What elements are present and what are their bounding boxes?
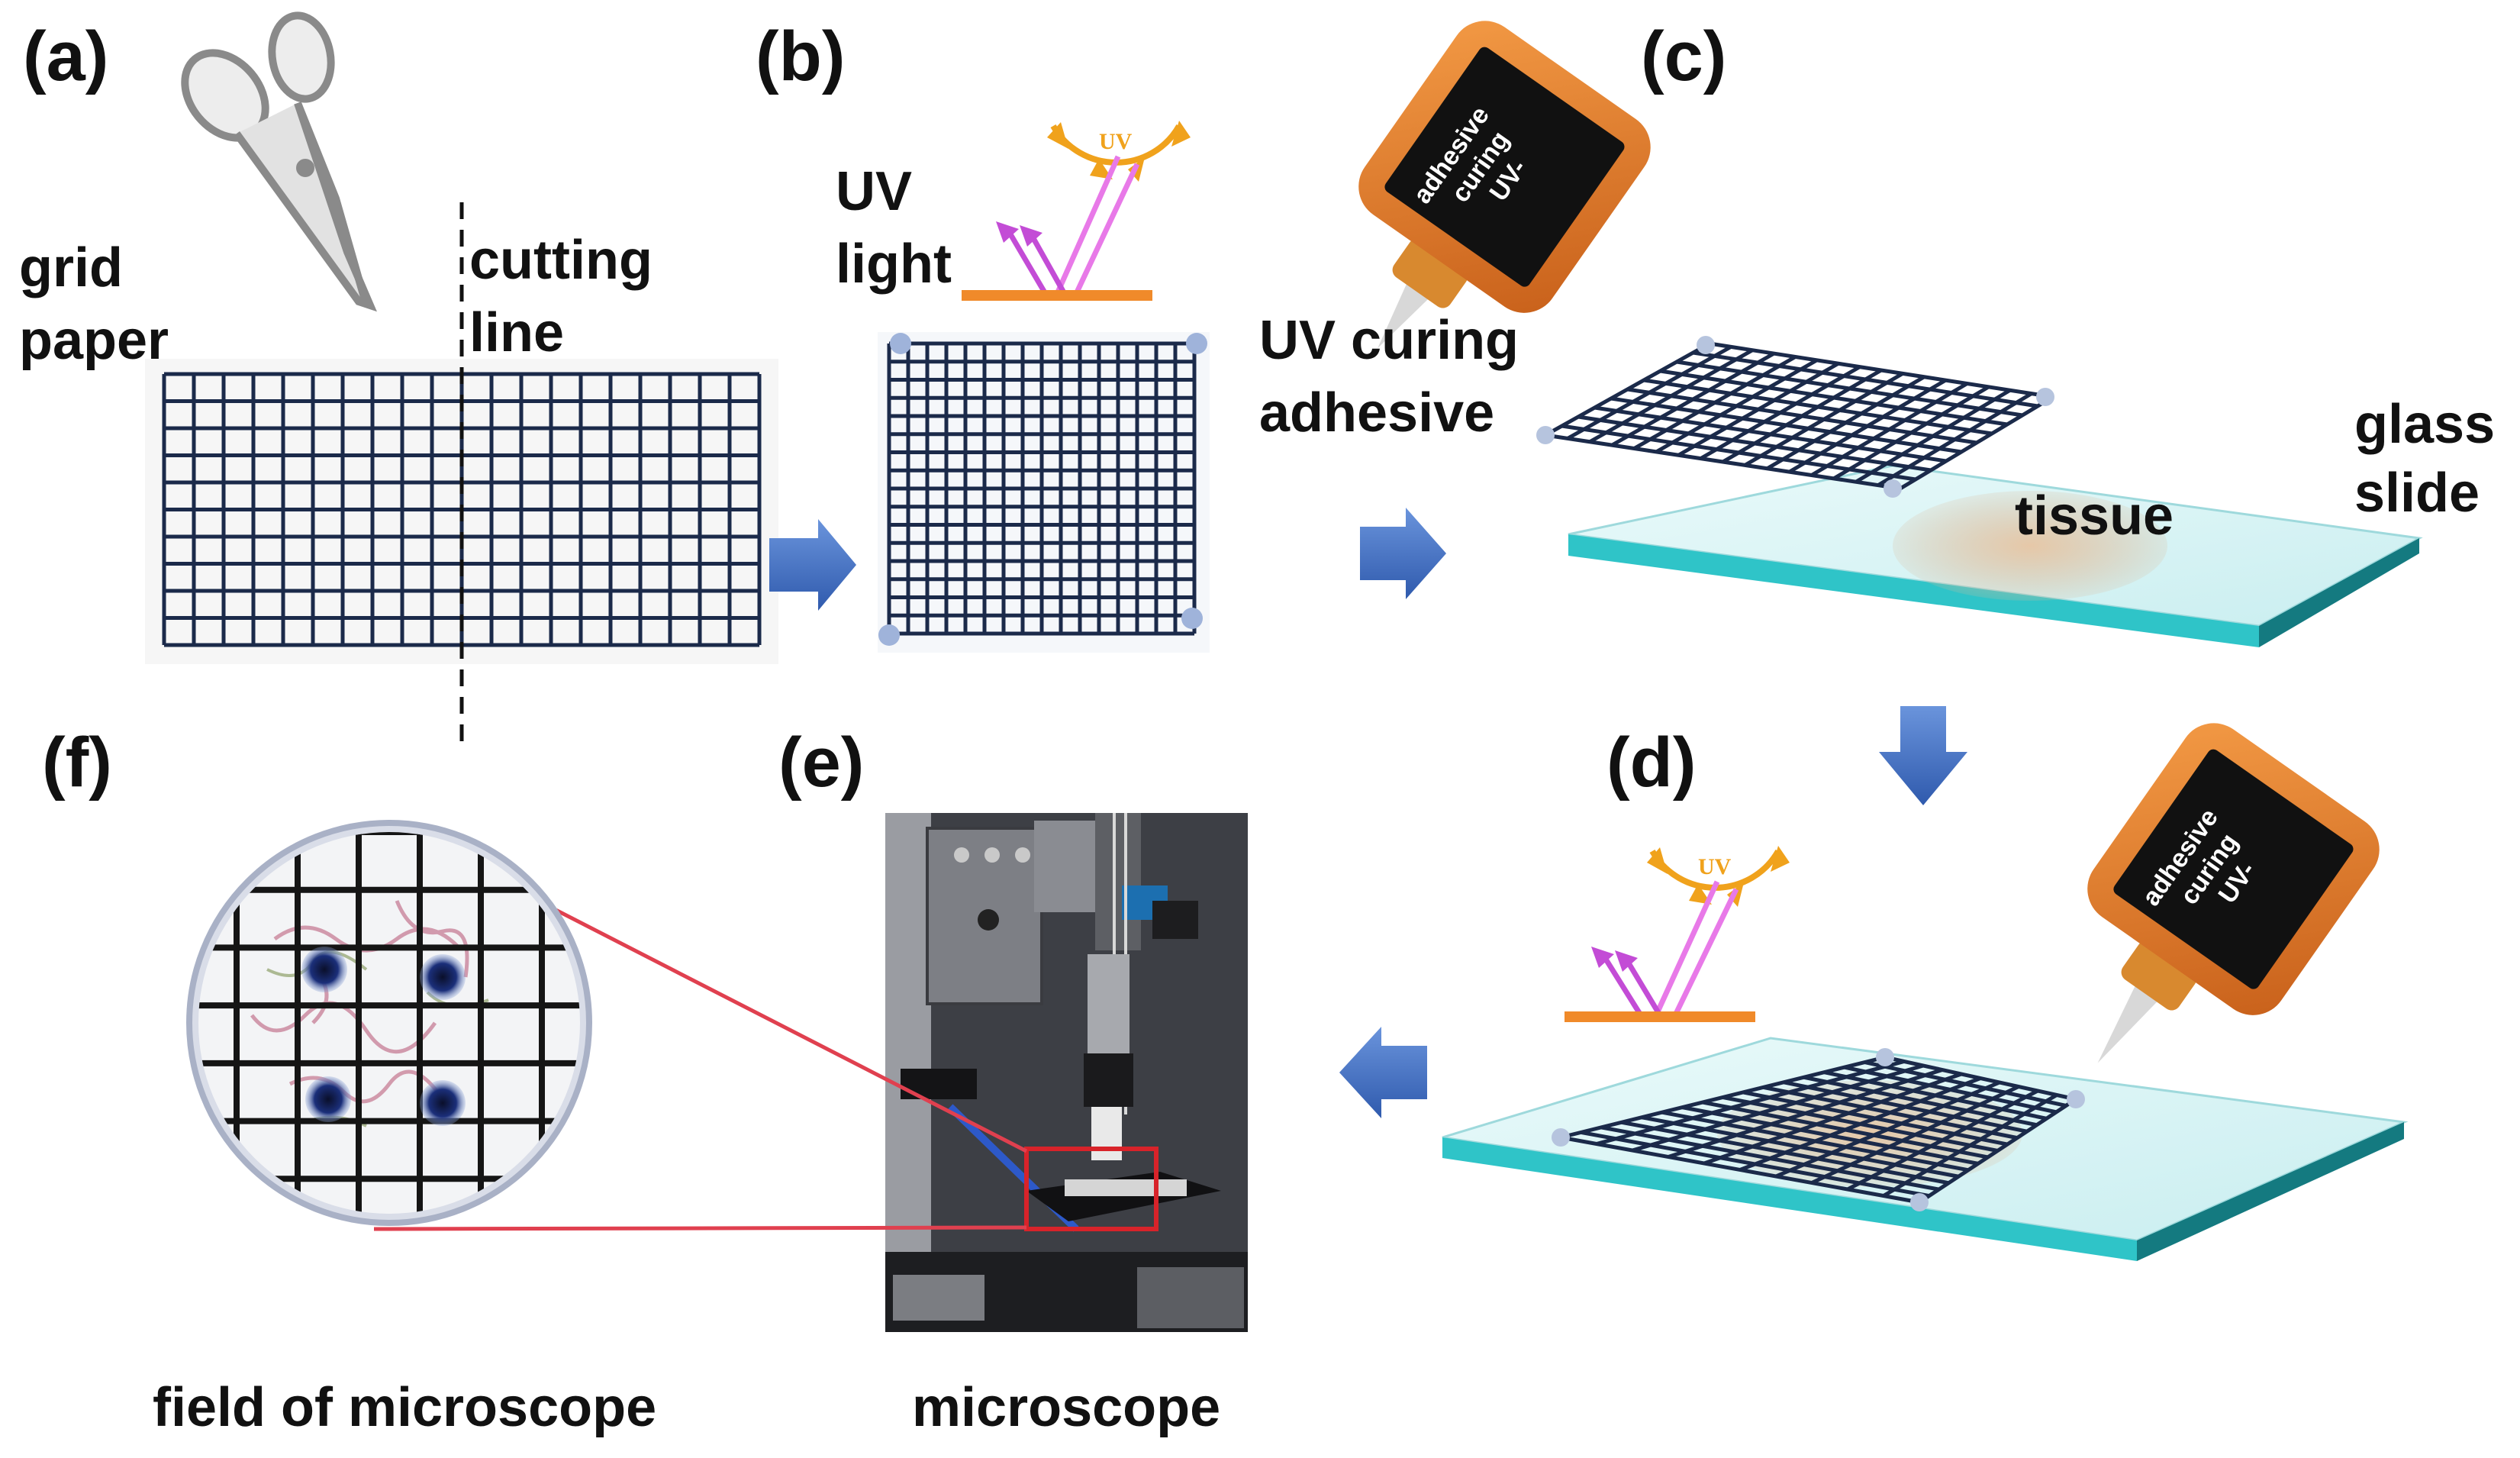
grid-line [1810, 1085, 2020, 1185]
label-cutting-line-line1: cutting [469, 230, 653, 291]
panel-label-a: (a) [23, 18, 108, 95]
label-microscope: microscope [912, 1377, 1220, 1438]
adhesive-dot [1876, 1048, 1894, 1066]
grid-line [1882, 1093, 2058, 1198]
adhesive-dot [1552, 1128, 1570, 1147]
adhesive-dot [1697, 336, 1715, 354]
panel-b: UV light UV [836, 121, 1210, 653]
panel-label-c: (c) [1641, 18, 1726, 95]
ablation-spot [305, 1076, 351, 1122]
tissue-sample [1893, 491, 2167, 601]
sun-uv-icon: UV [962, 121, 1191, 301]
label-grid-paper-line1: grid [19, 237, 123, 298]
process-arrow-icon [1339, 1027, 1427, 1118]
grid-line [1918, 1097, 2077, 1205]
grid-line [1594, 405, 1947, 463]
label-uv-light-line1: UV [836, 161, 912, 222]
zoom-line [373, 1225, 1027, 1231]
process-arrow-icon [769, 519, 856, 611]
adhesive-dot [1181, 608, 1203, 629]
uv-symbol: UV [1099, 129, 1133, 154]
grid-paper-attached [1560, 1055, 2077, 1205]
uv-symbol: UV [1698, 854, 1732, 879]
adhesive-dot [878, 624, 900, 646]
label-glass-slide-line2: slide [2354, 463, 2480, 524]
ablation-spot [420, 954, 466, 1000]
label-grid-paper-line2: paper [19, 310, 169, 371]
grid-line [1632, 1063, 1924, 1153]
grid-line [1668, 1068, 1943, 1159]
adhesive-dot [1186, 333, 1207, 354]
grid-line [1596, 1060, 1905, 1146]
adhesive-dot [1536, 426, 1555, 444]
label-tissue: tissue [2015, 485, 2174, 547]
adhesive-bottle-icon: UV- curing adhesive [1358, 21, 1651, 349]
panel-d: UV [1442, 846, 2409, 1261]
grid-line [1739, 1076, 1981, 1172]
adhesive-dot [2036, 388, 2054, 406]
process-arrow-icon [1360, 508, 1446, 599]
scissors-icon [181, 11, 377, 312]
grid-line [1560, 1055, 1886, 1140]
grid-line [1577, 414, 1932, 473]
zoom-line [529, 895, 1028, 1153]
grid-line [1627, 387, 1977, 445]
grid-line [1643, 378, 1993, 436]
panel-e [885, 813, 1248, 1332]
grid-paper-floating [1544, 341, 2054, 491]
adhesive-dot [1884, 479, 1902, 498]
label-glass-slide-line1: glass [2354, 394, 2495, 455]
grid-line [1561, 424, 1916, 482]
grid-line [1846, 1089, 2039, 1192]
grid-line [1660, 369, 2008, 427]
panel-a: grid paper cutting line [19, 11, 778, 752]
label-uv-curing-adhesive-line2: adhesive [1259, 382, 1494, 444]
grid-line [1693, 350, 2038, 408]
panel-f [186, 820, 592, 1226]
adhesive-dot [1910, 1193, 1929, 1211]
grid-line [1709, 341, 2054, 399]
grid-line [1610, 396, 1962, 454]
panel-label-d: (d) [1606, 724, 1696, 802]
adhesive-dot [2067, 1090, 2085, 1108]
label-field-of-microscope: field of microscope [153, 1377, 656, 1438]
sun-uv-icon: UV [1565, 846, 1790, 1022]
grid-line [1775, 1080, 2000, 1179]
ablation-spot [301, 947, 347, 992]
grid-line [1703, 1072, 1962, 1166]
process-arrow-icon [1879, 706, 1967, 805]
grid-line [1676, 360, 2023, 418]
panel-label-b: (b) [756, 18, 845, 95]
label-cutting-line-line2: line [469, 302, 564, 363]
panel-label-e: (e) [778, 724, 864, 802]
grid-paper-trimmed [887, 341, 1197, 636]
panel-c: glass slide tissue [1536, 336, 2495, 647]
adhesive-bottle-icon: UV- curing adhesive [2087, 723, 2380, 1063]
label-uv-curing-adhesive-line1: UV curing [1259, 310, 1519, 371]
label-uv-light-line2: light [836, 234, 952, 295]
adhesive-dot [890, 333, 911, 354]
grid-line [1545, 433, 1901, 491]
zoom-region-box [1024, 1147, 1158, 1231]
ablation-spot [420, 1080, 466, 1126]
panel-label-f: (f) [42, 724, 112, 802]
